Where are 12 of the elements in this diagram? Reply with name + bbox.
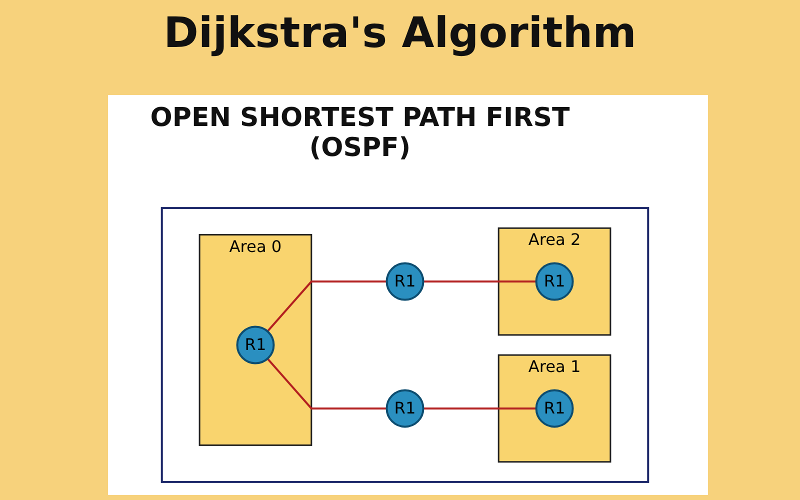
cluster [160, 207, 650, 483]
node-circle: R1 [535, 389, 574, 428]
node-circle: R1 [236, 326, 275, 364]
connector [266, 280, 387, 332]
node-circle: R1 [386, 389, 424, 428]
title: Dijkstra's Algorithm [162, 8, 638, 57]
node-circle: R1 [386, 262, 424, 301]
connector [423, 280, 536, 283]
node-circle: R1 [535, 262, 574, 301]
subtitle: OPEN SHORTEST PATH FIRST (OSPF) [149, 103, 571, 163]
connector [266, 358, 387, 410]
connector [423, 407, 536, 410]
